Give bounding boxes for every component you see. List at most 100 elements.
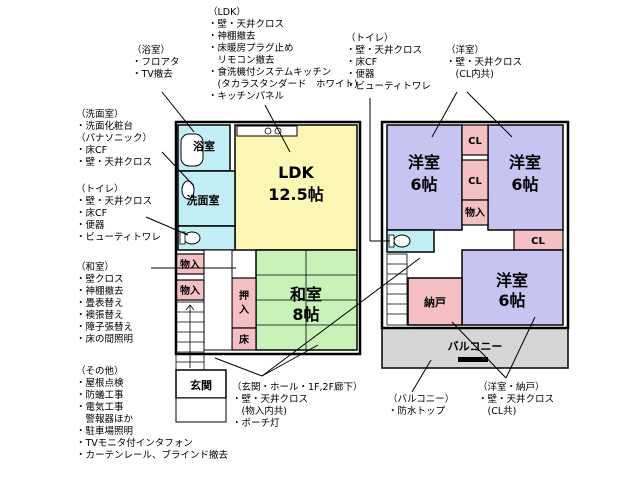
svg-text:・床暖房プラグ止め: ・床暖房プラグ止め [208,42,294,54]
svg-text:・壁・天井クロス: ・壁・天井クロス [346,44,422,56]
cl3-label: CL [531,236,545,247]
svg-text:・TV撤去: ・TV撤去 [132,68,173,80]
oshiire-room [231,277,257,329]
ldk-name-label: LDK [278,163,314,182]
svg-text:・便器: ・便器 [76,219,105,231]
svg-text:・神棚撤去: ・神棚撤去 [208,30,256,42]
note-washroom: （洗面室） ・洗面化粧台 （パナソニック） ・床CF ・壁・天井クロス [76,108,152,168]
notes: （LDK） ・壁・天井クロス ・神棚撤去 ・床暖房プラグ止め リモコン撤去 ・食… [76,6,554,461]
cl2-label: CL [468,176,482,187]
oshiire-label-1: 押 [239,289,249,302]
svg-text:・キッチンパネル: ・キッチンパネル [208,91,285,102]
kitchen-counter [236,125,298,137]
mono1-label: 物入 [180,258,200,271]
nando-label: 納戸 [424,295,446,309]
you3-room [461,249,564,326]
svg-text:・壁・天井クロス: ・壁・天井クロス [76,195,152,207]
svg-text:・神棚撤去: ・神棚撤去 [76,285,124,297]
mono2-label: 物入 [180,284,200,297]
genkan-room [175,369,227,399]
note-other: （その他） ・屋根点検 ・防蟻工事 ・電気工事 警報器ほか ・駐車場照明 ・TV… [76,365,229,461]
oshiire-label-2: 入 [239,304,249,316]
note-toilet1: （トイレ） ・壁・天井クロス ・床CF ・便器 ・ビューティトワレ [76,183,161,243]
you1-name-label: 洋室 [408,153,440,172]
svg-text:・防水トップ: ・防水トップ [388,405,446,417]
svg-text:・壁・天井クロス: ・壁・天井クロス [76,156,152,168]
hall-area [203,249,233,351]
svg-text:警報器ほか: 警報器ほか [76,413,134,425]
note-balcony: （バルコニー） ・防水トップ [388,393,454,417]
cl1-label: CL [468,136,482,147]
svg-text:(物入内共): (物入内共) [232,405,287,417]
svg-text:・襖張替え: ・襖張替え [76,309,124,321]
svg-text:リモコン撤去: リモコン撤去 [208,54,275,66]
leader-lines [145,91,536,393]
svg-text:(CL内共): (CL内共) [446,68,494,80]
cl1-room [461,124,489,156]
bath-label: 浴室 [193,139,215,153]
svg-text:・防蟻工事: ・防蟻工事 [76,389,124,401]
svg-text:（LDK）: （LDK） [208,6,246,18]
stairs-2f [386,253,408,326]
first-floor [174,120,362,423]
svg-text:（バルコニー）: （バルコニー） [388,393,454,405]
svg-text:・屋根点検: ・屋根点検 [76,377,124,389]
note-genkan: （玄関・ホール・1F,2F廊下） ・壁・天井クロス (物入内共) ・ポーチ灯 [232,381,363,429]
svg-text:・フロアタ: ・フロアタ [132,57,180,68]
ldk-room [234,124,358,251]
svg-text:・畳表替え: ・畳表替え [76,297,124,309]
svg-text:・ビューティトワレ: ・ビューティトワレ [76,232,161,243]
note-youshitsu-nando: （洋室・納戸） ・壁・天井クロス (CL共) [478,381,554,417]
svg-text:・洗面化粧台: ・洗面化粧台 [76,120,133,132]
washroom-label: 洗面室 [187,193,220,207]
you1-room [386,124,463,231]
washitsu-name-label: 和室 [290,285,322,304]
svg-text:・床CF: ・床CF [346,56,377,68]
svg-text:・壁・天井クロス: ・壁・天井クロス [478,393,554,405]
svg-text:（和室）: （和室） [76,261,114,273]
you3-name-label: 洋室 [496,271,528,290]
svg-text:・ビューティトワレ: ・ビューティトワレ [346,81,431,92]
svg-text:・壁クロス: ・壁クロス [76,273,124,285]
svg-text:・便器: ・便器 [346,68,375,80]
you2-size-label: 6帖 [511,175,538,194]
svg-text:・電気工事: ・電気工事 [76,401,124,413]
svg-text:・床CF: ・床CF [76,144,107,156]
you1-size-label: 6帖 [410,175,437,194]
svg-text:（玄関・ホール・1F,2F廊下）: （玄関・ホール・1F,2F廊下） [232,381,363,393]
svg-text:・食洗機付システムキッチン: ・食洗機付システムキッチン [208,66,331,78]
svg-text:・ポーチ灯: ・ポーチ灯 [232,418,280,429]
second-floor [380,120,570,369]
svg-text:（パナソニック）: （パナソニック） [76,132,152,144]
nando-room [407,277,463,326]
svg-text:(タカラスタンダード ホワイト): (タカラスタンダード ホワイト) [208,78,358,90]
note-toilet2: （トイレ） ・壁・天井クロス ・床CF ・便器 ・ビューティトワレ [346,32,431,92]
svg-text:（浴室）: （浴室） [132,44,170,56]
svg-text:・カーテンレール、ブラインド撤去: ・カーテンレール、ブラインド撤去 [76,449,229,461]
genkan-label: 玄関 [190,378,212,392]
svg-text:（トイレ）: （トイレ） [346,32,394,44]
svg-text:（洋室）: （洋室） [446,44,484,56]
svg-text:・床の間照明: ・床の間照明 [76,333,133,345]
mono3-label: 物入 [465,206,485,219]
svg-text:・駐車場照明: ・駐車場照明 [76,425,133,437]
svg-text:・壁・天井クロス: ・壁・天井クロス [208,18,284,30]
mono3-room [461,199,489,226]
room-labels: 浴室 洗面室 LDK 12.5帖 和室 8帖 押 入 床 物入 物入 玄関 洋室… [180,136,545,392]
ldk-size-label: 12.5帖 [268,185,323,204]
svg-text:・壁・天井クロス: ・壁・天井クロス [232,393,308,405]
svg-text:・壁・天井クロス: ・壁・天井クロス [446,56,522,68]
you2-room [487,124,564,231]
washitsu-size-label: 8帖 [292,305,319,324]
svg-text:(CL共): (CL共) [478,406,516,417]
svg-text:（洗面室）: （洗面室） [76,108,124,120]
note-ldk: （LDK） ・壁・天井クロス ・神棚撤去 ・床暖房プラグ止め リモコン撤去 ・食… [208,6,358,102]
stairs-1f [175,301,205,371]
svg-text:・床CF: ・床CF [76,207,107,219]
you2-name-label: 洋室 [509,153,541,172]
svg-text:（トイレ）: （トイレ） [76,183,124,195]
svg-text:（洋室・納戸）: （洋室・納戸） [478,381,545,393]
toko-label: 床 [239,333,250,346]
svg-text:・TVモニタ付インタフォン: ・TVモニタ付インタフォン [76,438,193,449]
